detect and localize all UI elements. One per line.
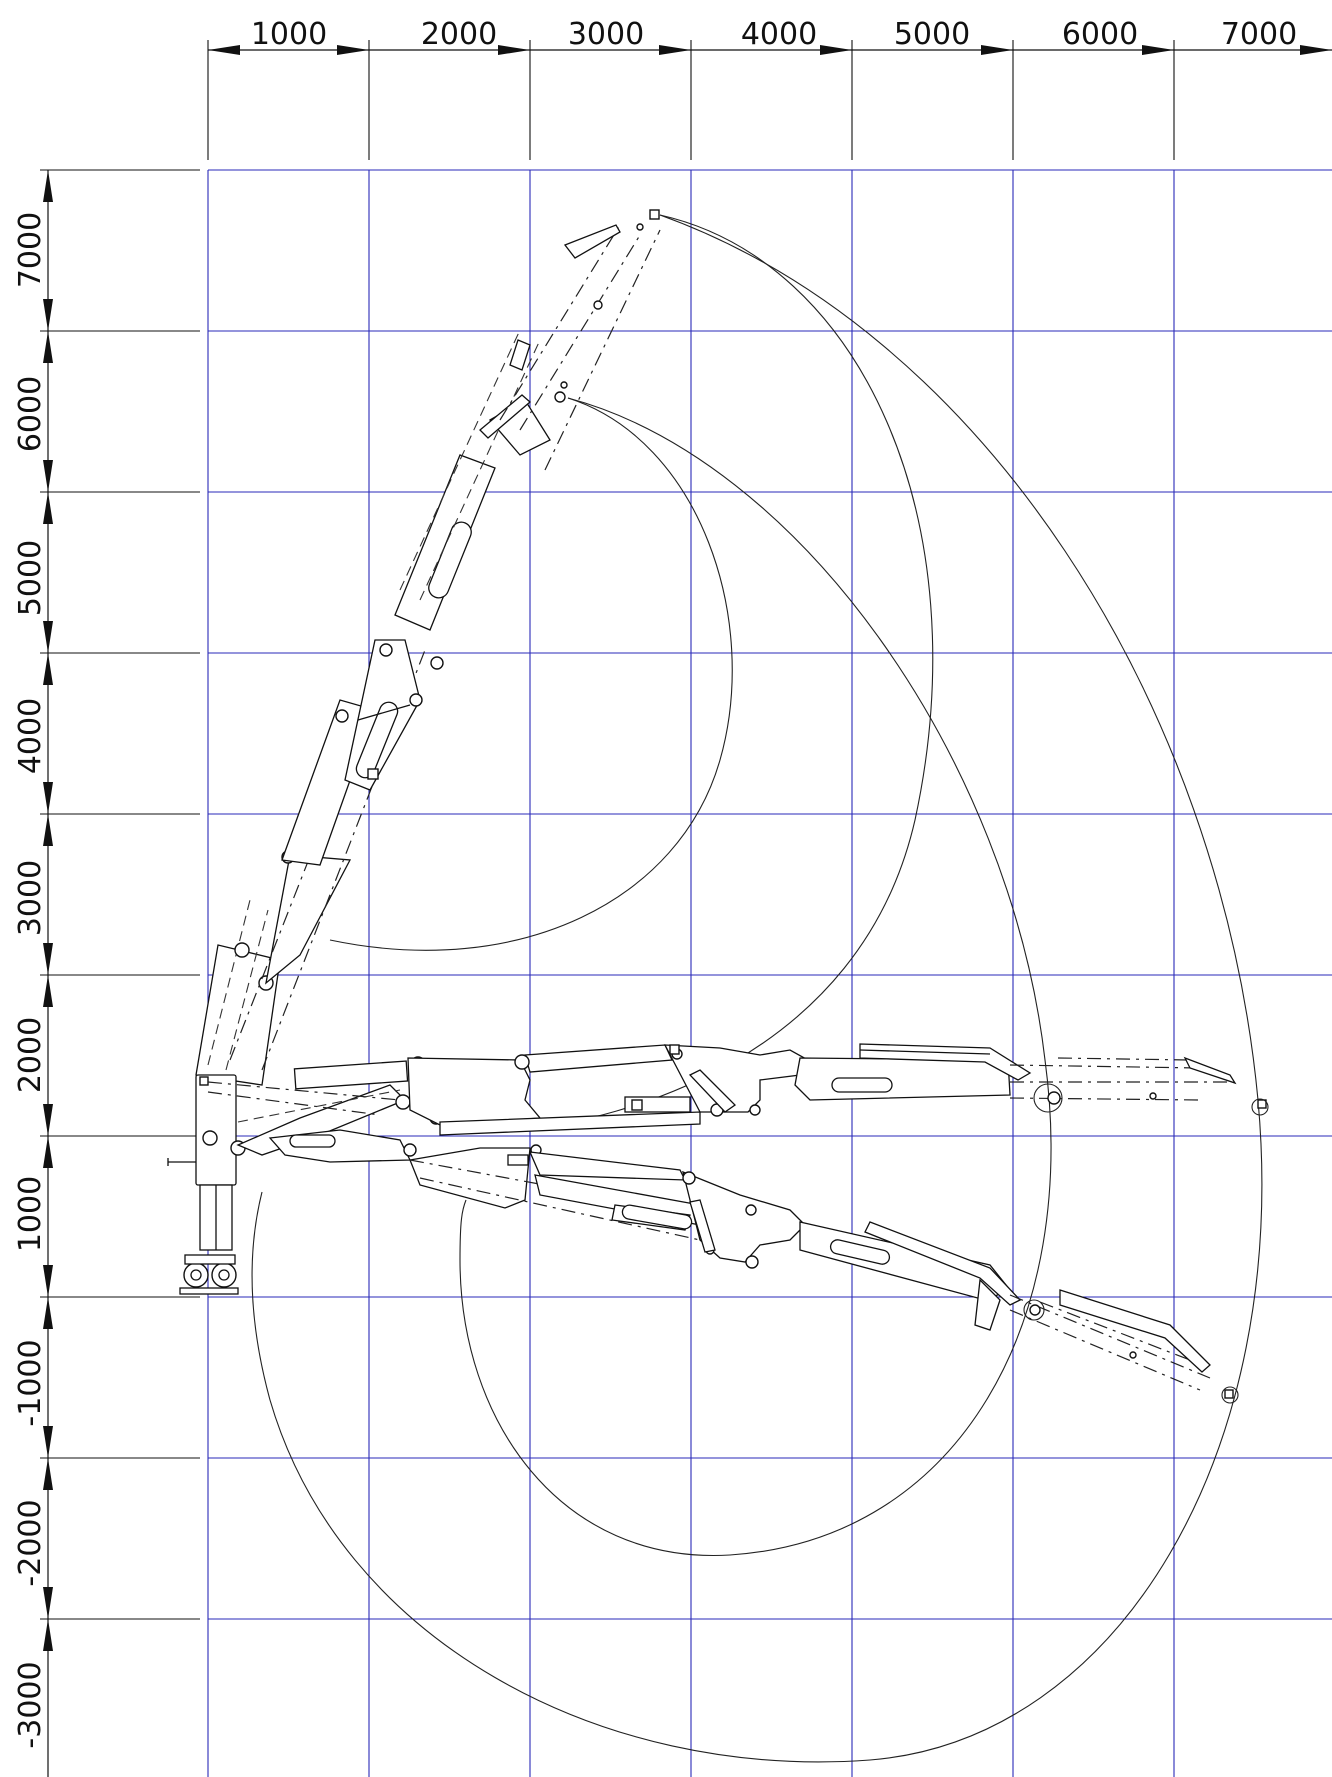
boom-raised-position [195,209,661,1086]
dimension-arrowhead [43,299,53,331]
dimension-arrowhead [208,45,240,55]
dimension-arrowhead [981,45,1013,55]
extended-boom-envelope [519,214,934,1131]
dimension-arrowhead [43,1619,53,1651]
x-tick-label: 3000 [568,17,644,52]
dimension-arrowhead [43,943,53,975]
x-dimension-axis: 1000 2000 3000 4000 5000 6000 7000 [207,17,1332,160]
crane-base-column [167,1074,246,1295]
dimension-arrowhead [820,45,852,55]
dimension-arrowhead [43,1136,53,1168]
y-tick-label: 5000 [13,540,48,616]
x-tick-label: 4000 [741,17,817,52]
dimension-arrowhead [43,331,53,363]
dimension-arrowhead [43,1458,53,1490]
y-tick-label: 2000 [13,1017,48,1093]
dimension-arrowhead [43,814,53,846]
dimension-arrowhead [43,492,53,524]
dimension-arrowhead [43,1587,53,1619]
dimension-arrowhead [43,1265,53,1297]
mid-reach-envelope [459,397,1052,1556]
x-tick-label: 6000 [1062,17,1138,52]
x-tick-label: 2000 [421,17,497,52]
x-tick-label: 5000 [894,17,970,52]
y-tick-label: 1000 [13,1176,48,1252]
boom-lowered-position [268,1129,1239,1404]
y-dimension-axis: 7000 6000 5000 4000 3000 2000 1000 -1000… [13,169,200,1777]
reach-envelopes [251,214,1263,1763]
dimension-arrowhead [43,653,53,685]
outer-reach-envelope [251,214,1263,1763]
inner-reach-envelope [329,397,733,951]
x-tick-label: 7000 [1221,17,1297,52]
dimension-arrowhead [43,621,53,653]
y-tick-label: -3000 [13,1661,48,1748]
dimension-arrowhead [43,1297,53,1329]
y-tick-label: -1000 [13,1339,48,1426]
y-tick-label: -2000 [13,1499,48,1586]
y-tick-label: 4000 [13,698,48,774]
dimension-arrowhead [659,45,691,55]
dimension-arrowhead [43,975,53,1007]
y-tick-label: 3000 [13,860,48,936]
dimension-arrowhead [1142,45,1174,55]
dimension-arrowhead [43,782,53,814]
dimension-arrowhead [1300,45,1332,55]
grid-lines [207,169,1332,1777]
y-tick-label: 7000 [13,212,48,288]
dimension-arrowhead [337,45,369,55]
x-tick-label: 1000 [251,17,327,52]
dimension-arrowhead [43,1426,53,1458]
dimension-arrowhead [43,460,53,492]
dimension-arrowhead [43,170,53,202]
dimension-arrowhead [498,45,530,55]
dimension-arrowhead [43,1104,53,1136]
y-tick-label: 6000 [13,376,48,452]
